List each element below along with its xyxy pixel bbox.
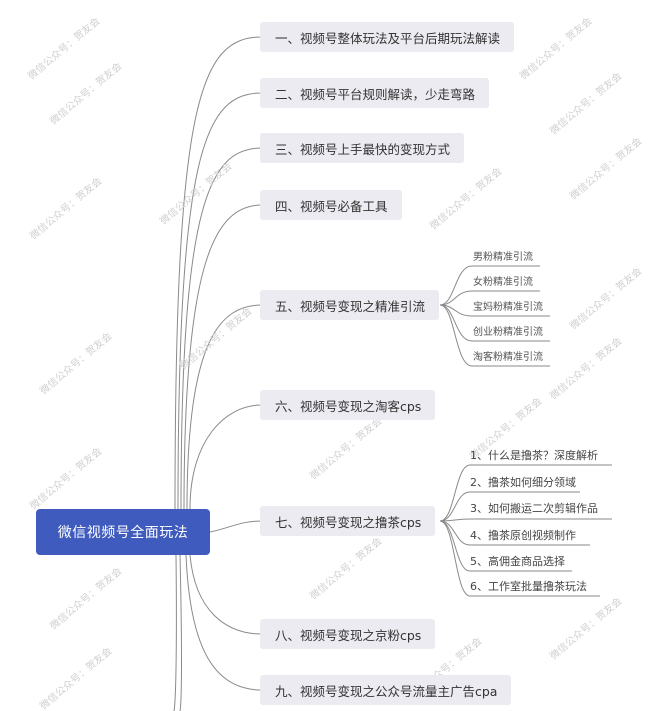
leaf-node[interactable]: 6、工作室批量撸茶玩法 bbox=[470, 580, 587, 593]
leaf-node[interactable]: 1、什么是撸茶？深度解析 bbox=[470, 449, 598, 462]
leaf-node[interactable]: 2、撸茶如何细分领域 bbox=[470, 476, 576, 489]
branch-node-9[interactable]: 九、视频号变现之公众号流量主广告cpa bbox=[260, 675, 512, 705]
leaf-node[interactable]: 淘客粉精准引流 bbox=[473, 352, 543, 363]
leaf-node[interactable]: 创业粉精准引流 bbox=[473, 327, 543, 338]
branch-node-4[interactable]: 四、视频号必备工具 bbox=[260, 190, 402, 220]
leaf-node[interactable]: 男粉精准引流 bbox=[473, 252, 533, 263]
leaf-node[interactable]: 女粉精准引流 bbox=[473, 277, 533, 288]
branch-node-6[interactable]: 六、视频号变现之淘客cps bbox=[260, 390, 436, 420]
leaf-node[interactable]: 5、高佣金商品选择 bbox=[470, 555, 565, 568]
branch-node-1[interactable]: 一、视频号整体玩法及平台后期玩法解读 bbox=[260, 22, 515, 52]
leaf-node[interactable]: 宝妈粉精准引流 bbox=[473, 302, 543, 313]
branch-node-8[interactable]: 八、视频号变现之京粉cps bbox=[260, 619, 436, 649]
branch-node-7[interactable]: 七、视频号变现之撸茶cps bbox=[260, 506, 436, 536]
branch-node-3[interactable]: 三、视频号上手最快的变现方式 bbox=[260, 133, 465, 163]
branch-node-2[interactable]: 二、视频号平台规则解读，少走弯路 bbox=[260, 78, 490, 108]
leaf-node[interactable]: 4、撸茶原创视频制作 bbox=[470, 529, 576, 542]
leaf-node[interactable]: 3、如何搬运二次剪辑作品 bbox=[470, 502, 598, 515]
branch-node-5[interactable]: 五、视频号变现之精准引流 bbox=[260, 290, 440, 320]
root-node[interactable]: 微信视频号全面玩法 bbox=[36, 509, 210, 555]
